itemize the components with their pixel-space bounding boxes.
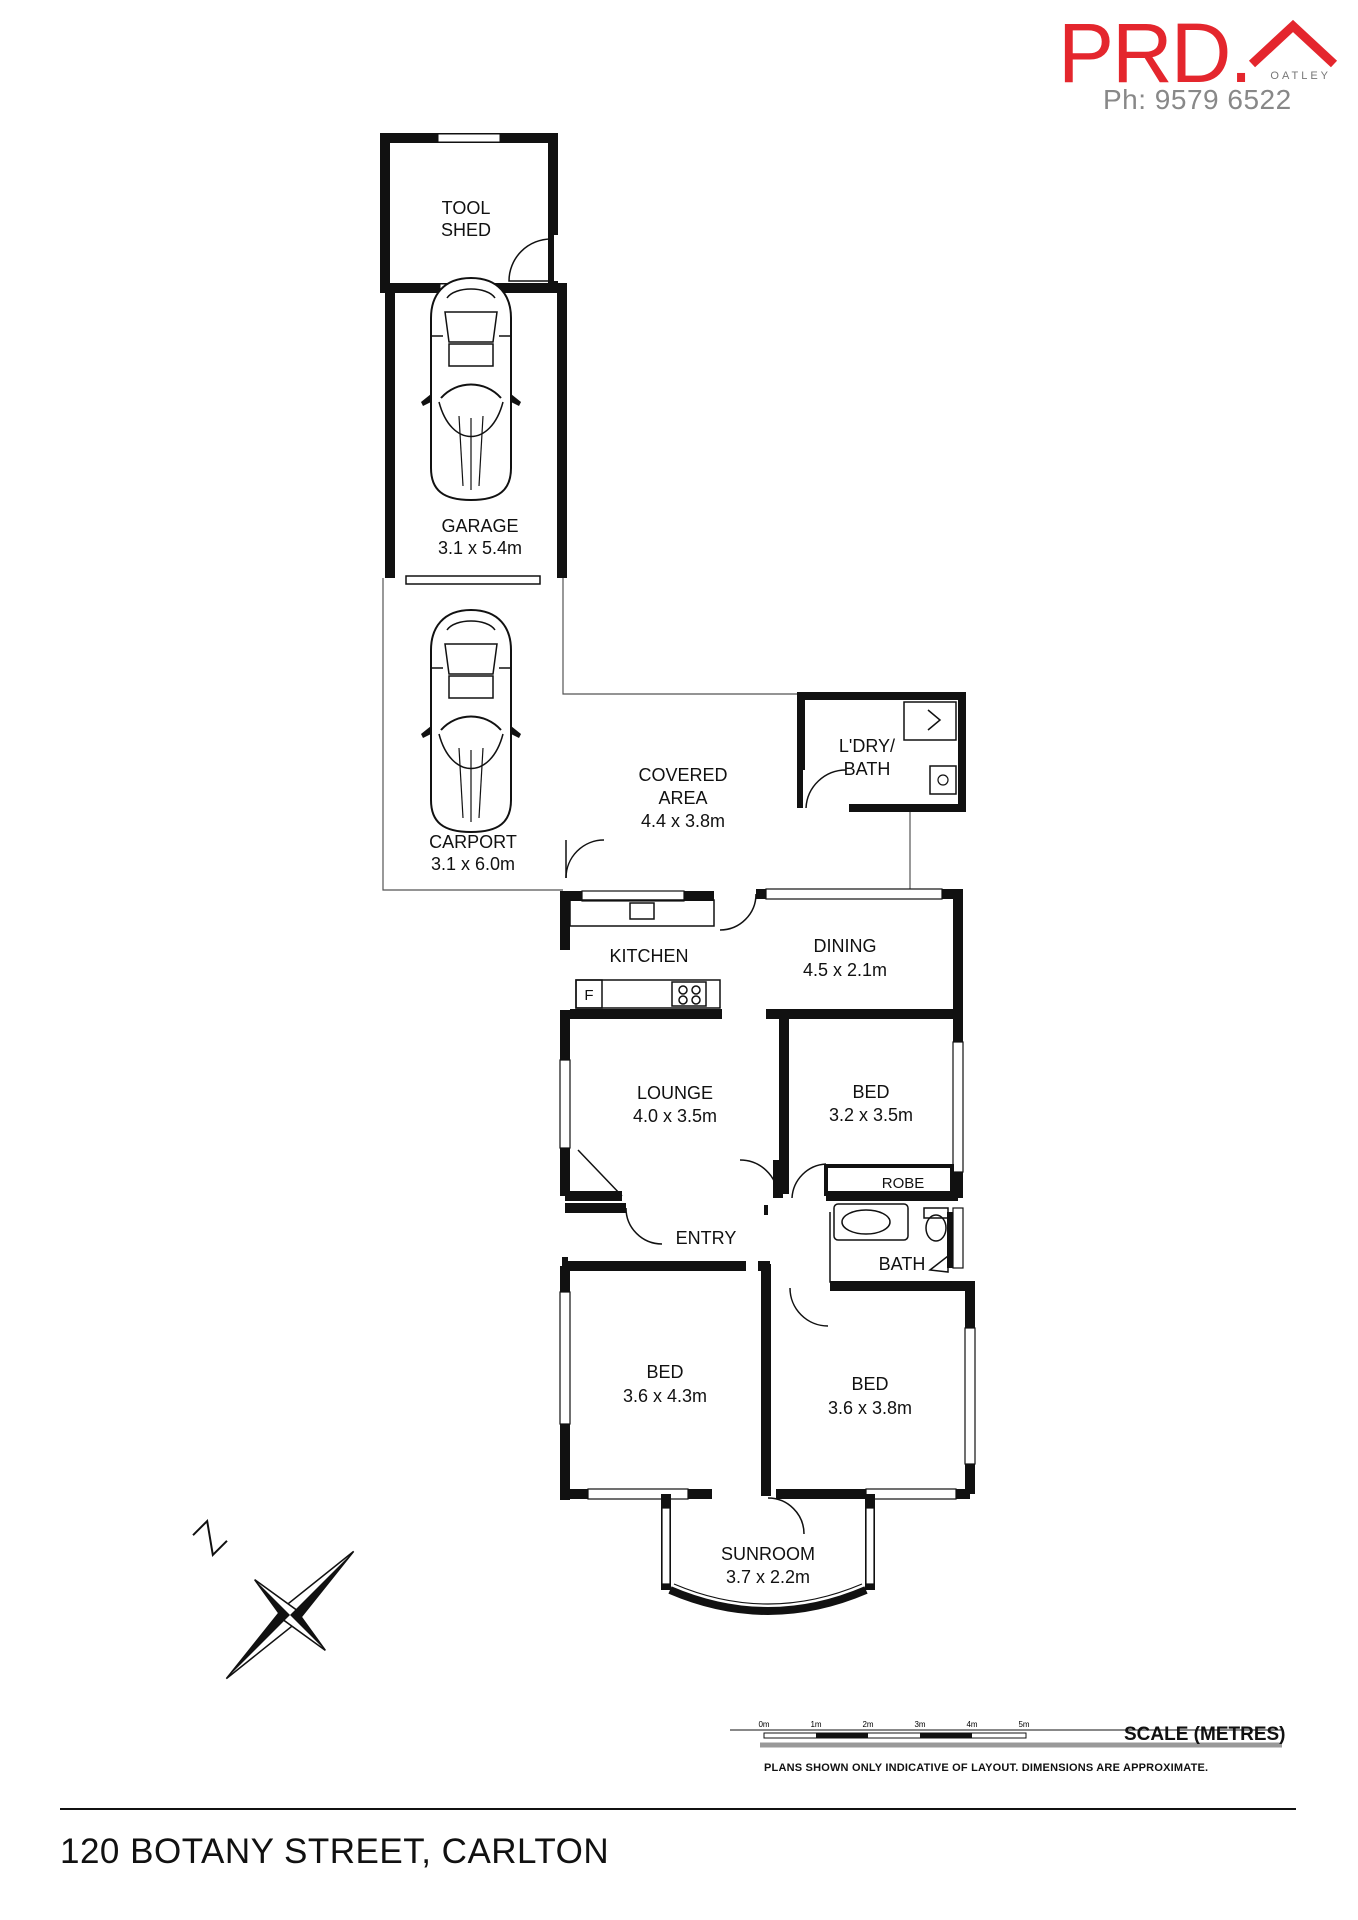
bed-2-dims: 3.6 x 4.3m bbox=[623, 1386, 707, 1406]
scale-tick-3: 3m bbox=[914, 1720, 925, 1729]
bed-1-label: BED bbox=[852, 1082, 889, 1102]
divider bbox=[60, 1808, 1296, 1810]
laundry-walls bbox=[797, 692, 966, 812]
scale-tick-1: 1m bbox=[810, 1720, 821, 1729]
lounge-dims: 4.0 x 3.5m bbox=[633, 1106, 717, 1126]
laundry-label-2: BATH bbox=[844, 759, 891, 779]
disclaimer: PLANS SHOWN ONLY INDICATIVE OF LAYOUT. D… bbox=[764, 1762, 1209, 1774]
bath-fixtures bbox=[824, 1164, 954, 1283]
scale-tick-5: 5m bbox=[1018, 1720, 1029, 1729]
garage-dims: 3.1 x 5.4m bbox=[438, 538, 522, 558]
north-arrow-icon bbox=[225, 1550, 355, 1680]
carport-label: CARPORT bbox=[429, 832, 517, 852]
scale-tick-4: 4m bbox=[966, 1720, 977, 1729]
sunroom-label: SUNROOM bbox=[721, 1544, 815, 1564]
north-n-icon bbox=[192, 1518, 228, 1558]
logo-text: PRD. bbox=[1058, 6, 1253, 100]
bath-label: BATH bbox=[879, 1254, 926, 1274]
carport-car-icon bbox=[420, 609, 522, 833]
covered-area-label-2: AREA bbox=[658, 788, 707, 808]
house-roof-icon bbox=[1248, 19, 1338, 68]
dining-label: DINING bbox=[814, 936, 877, 956]
prd-logo: PRD. OATLEY bbox=[1058, 8, 1343, 120]
bed-3-label: BED bbox=[851, 1374, 888, 1394]
phone-number: Ph: 9579 6522 bbox=[1103, 84, 1292, 115]
tool-shed-label: TOOL bbox=[442, 198, 491, 218]
dining-dims: 4.5 x 2.1m bbox=[803, 960, 887, 980]
sunroom-bay bbox=[661, 1494, 875, 1615]
scale-title: SCALE (METRES) bbox=[1124, 1724, 1286, 1745]
logo-subtext: OATLEY bbox=[1270, 70, 1331, 82]
fridge-label: F bbox=[584, 987, 593, 1004]
carport-outline bbox=[382, 578, 911, 891]
lounge-label: LOUNGE bbox=[637, 1083, 713, 1103]
entry-label: ENTRY bbox=[676, 1228, 737, 1248]
scale-tick-2: 2m bbox=[862, 1720, 873, 1729]
kitchen-benches bbox=[569, 899, 721, 1009]
property-address: 120 BOTANY STREET, CARLTON bbox=[60, 1832, 610, 1871]
robe-label: ROBE bbox=[882, 1175, 925, 1192]
scale-tick-0: 0m bbox=[758, 1720, 769, 1729]
bed-2-label: BED bbox=[646, 1362, 683, 1382]
kitchen-label: KITCHEN bbox=[609, 946, 688, 966]
garage-label: GARAGE bbox=[441, 516, 518, 536]
scale-bar bbox=[730, 1729, 1282, 1748]
bed-3-dims: 3.6 x 3.8m bbox=[828, 1398, 912, 1418]
covered-area-label: COVERED bbox=[638, 765, 727, 785]
tool-shed-label-2: SHED bbox=[441, 220, 491, 240]
garage-car-icon bbox=[420, 277, 522, 501]
covered-area-dims: 4.4 x 3.8m bbox=[641, 811, 725, 831]
bed-1-dims: 3.2 x 3.5m bbox=[829, 1105, 913, 1125]
sunroom-dims: 3.7 x 2.2m bbox=[726, 1567, 810, 1587]
laundry-label: L'DRY/ bbox=[839, 736, 895, 756]
doors bbox=[565, 839, 829, 1535]
carport-dims: 3.1 x 6.0m bbox=[431, 854, 515, 874]
windows bbox=[559, 888, 976, 1500]
